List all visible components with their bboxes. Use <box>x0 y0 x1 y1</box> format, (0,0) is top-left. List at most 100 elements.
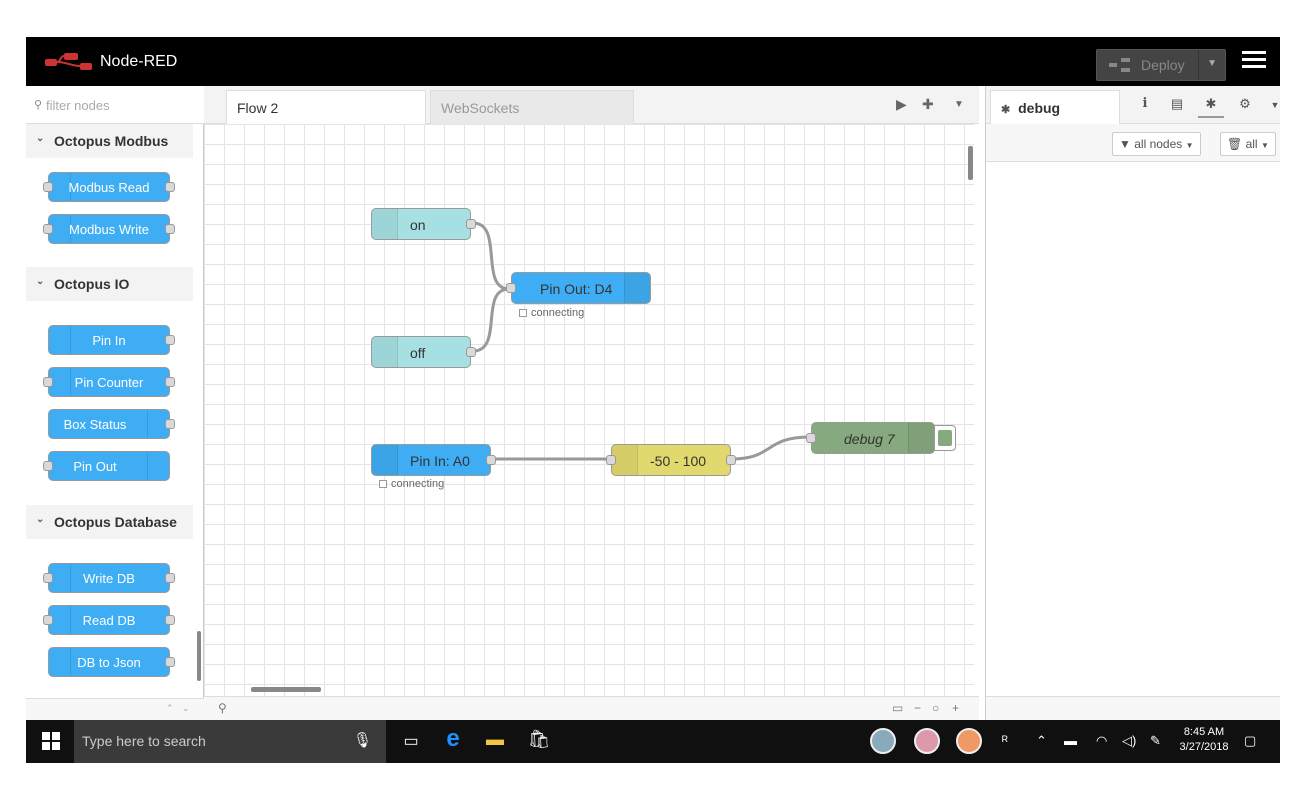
canvas-vertical-scrollbar[interactable] <box>968 146 973 180</box>
output-port[interactable] <box>466 219 476 229</box>
node-red-window: Node-RED Deploy ▼ ⚲ filter nodes ⌄ Octop… <box>26 37 1280 763</box>
store-icon[interactable]: 🛍 <box>527 729 551 749</box>
clear-debug-button[interactable]: 🗑 all ▼ <box>1220 132 1276 156</box>
node-label: Pin Out <box>73 459 117 474</box>
palette-node-write-db[interactable]: Write DB <box>43 563 175 593</box>
chevron-down-icon: ▼ <box>1185 141 1194 150</box>
navigator-icon[interactable]: ▭ <box>892 701 904 715</box>
tab-list-dropdown-icon[interactable]: ▼ <box>954 99 964 110</box>
people-icon[interactable]: ᴿ <box>1002 733 1008 748</box>
taskbar-search-input[interactable]: Type here to search 🎙 <box>74 720 386 763</box>
deploy-dropdown-icon[interactable]: ▼ <box>1207 58 1217 69</box>
debug-node[interactable]: debug 7 <box>806 422 935 454</box>
palette-node-modbus-write[interactable]: Modbus Write <box>43 214 175 244</box>
system-clock[interactable]: 8:45 AM 3/27/2018 <box>1174 725 1234 755</box>
zoom-out-icon[interactable]: − <box>914 701 922 715</box>
output-port[interactable] <box>726 455 736 465</box>
add-flow-icon[interactable]: ✚ <box>922 96 934 112</box>
flow-canvas[interactable]: on off Pin Out: D4 connecting <box>204 124 974 696</box>
avatar[interactable] <box>914 728 940 754</box>
avatar[interactable] <box>956 728 982 754</box>
range-node[interactable]: -50 - 100 <box>606 444 736 476</box>
inject-node-off[interactable]: off <box>371 336 476 368</box>
volume-icon[interactable]: ◁) <box>1122 733 1137 748</box>
clear-label: all <box>1245 137 1258 151</box>
input-port[interactable] <box>506 283 516 293</box>
palette-node-pin-out[interactable]: Pin Out <box>43 451 170 481</box>
windows-start-icon[interactable] <box>42 732 60 750</box>
status-square-icon <box>379 480 387 488</box>
chevron-up-icon[interactable]: ⌃ <box>1036 733 1047 748</box>
battery-icon[interactable]: ▬ <box>1064 733 1077 748</box>
deploy-label: Deploy <box>1141 57 1185 73</box>
wire-range-to-debug <box>731 435 811 461</box>
palette-node-pin-counter[interactable]: Pin Counter <box>43 367 175 397</box>
hand-icon <box>372 209 398 239</box>
tab-scroll-right-icon[interactable]: ▶ <box>896 96 907 112</box>
gear-icon[interactable]: ⚙ <box>1239 96 1251 111</box>
pin-out-node[interactable]: Pin Out: D4 <box>506 272 651 304</box>
node-label: on <box>410 217 426 233</box>
tab-flow-2[interactable]: Flow 2 <box>226 90 426 125</box>
input-port[interactable] <box>806 433 816 443</box>
category-octopus-database[interactable]: ⌄ Octopus Database <box>26 505 193 539</box>
category-label: Octopus IO <box>54 276 130 292</box>
collapse-up-icon[interactable]: ⌃ <box>166 703 174 713</box>
palette-node-pin-in[interactable]: Pin In <box>48 325 175 355</box>
search-icon[interactable]: ⚲ <box>218 701 227 715</box>
avatar[interactable] <box>870 728 896 754</box>
debug-toggle-button[interactable] <box>934 425 956 451</box>
task-view-icon[interactable]: ▭ <box>403 733 419 750</box>
output-port[interactable] <box>486 455 496 465</box>
tab-websockets[interactable]: WebSockets <box>430 90 634 124</box>
palette-node-modbus-read[interactable]: Modbus Read <box>43 172 175 202</box>
hamburger-icon[interactable] <box>1242 51 1266 73</box>
wifi-icon[interactable]: ◠ <box>1096 733 1108 748</box>
category-octopus-modbus[interactable]: ⌄ Octopus Modbus <box>26 124 193 158</box>
inject-node-on[interactable]: on <box>371 208 476 240</box>
windows-taskbar: Type here to search 🎙 ▭ e ▬ 🛍 ᴿ ⌃ ▬ ◠ ◁)… <box>26 720 1280 763</box>
pin-in-node[interactable]: Pin In: A0 <box>371 444 496 476</box>
filter-nodes-input[interactable]: ⚲ filter nodes <box>26 86 204 124</box>
filter-icon: ▼ <box>1119 137 1131 151</box>
wire-off-to-pinout <box>472 287 510 353</box>
filter-nodes-button[interactable]: ▼ all nodes ▼ <box>1112 132 1201 156</box>
microphone-icon[interactable]: 🎙 <box>352 732 372 749</box>
canvas-horizontal-scrollbar[interactable] <box>251 687 321 692</box>
node-label: Pin In <box>92 333 126 348</box>
output-port[interactable] <box>466 347 476 357</box>
node-palette: ⚲ filter nodes ⌄ Octopus Modbus Modbus R… <box>26 86 204 720</box>
node-label: debug 7 <box>844 431 895 447</box>
palette-scrollbar[interactable] <box>197 631 201 681</box>
chevron-down-icon[interactable]: ▼ <box>1270 100 1280 110</box>
octopus-icon <box>49 173 71 201</box>
zoom-in-icon[interactable]: + <box>952 701 960 715</box>
palette-node-db-to-json[interactable]: DB to Json <box>48 647 175 677</box>
notification-icon[interactable]: ▢ <box>1244 733 1257 748</box>
octopus-icon <box>147 410 169 438</box>
collapse-down-icon[interactable]: ⌄ <box>182 703 190 713</box>
status-text: connecting <box>391 478 445 490</box>
tab-debug[interactable]: ✱ debug <box>990 90 1120 125</box>
pen-icon[interactable]: ✎ <box>1150 733 1161 748</box>
deploy-button[interactable]: Deploy ▼ <box>1096 49 1226 81</box>
input-port <box>43 615 53 625</box>
edge-browser-icon[interactable]: e <box>446 725 460 752</box>
input-port <box>43 461 53 471</box>
palette-node-box-status[interactable]: Box Status <box>48 409 175 439</box>
octopus-icon <box>372 445 398 475</box>
bug-tab-icon[interactable]: ✱ <box>1198 92 1224 118</box>
wire-on-to-pinout <box>472 221 510 291</box>
info-icon[interactable]: i <box>1142 96 1148 111</box>
input-port[interactable] <box>606 455 616 465</box>
zoom-reset-icon[interactable]: ○ <box>932 701 940 715</box>
octopus-icon <box>147 452 169 480</box>
deploy-separator <box>1198 50 1199 80</box>
book-icon[interactable]: ▤ <box>1170 96 1184 111</box>
palette-node-read-db[interactable]: Read DB <box>43 605 175 635</box>
node-label: Read DB <box>82 613 136 628</box>
workspace-footer: ⚲ ▭ − ○ + <box>204 696 979 720</box>
category-octopus-io[interactable]: ⌄ Octopus IO <box>26 267 193 301</box>
status-text: connecting <box>531 307 585 319</box>
file-explorer-icon[interactable]: ▬ <box>486 729 504 749</box>
